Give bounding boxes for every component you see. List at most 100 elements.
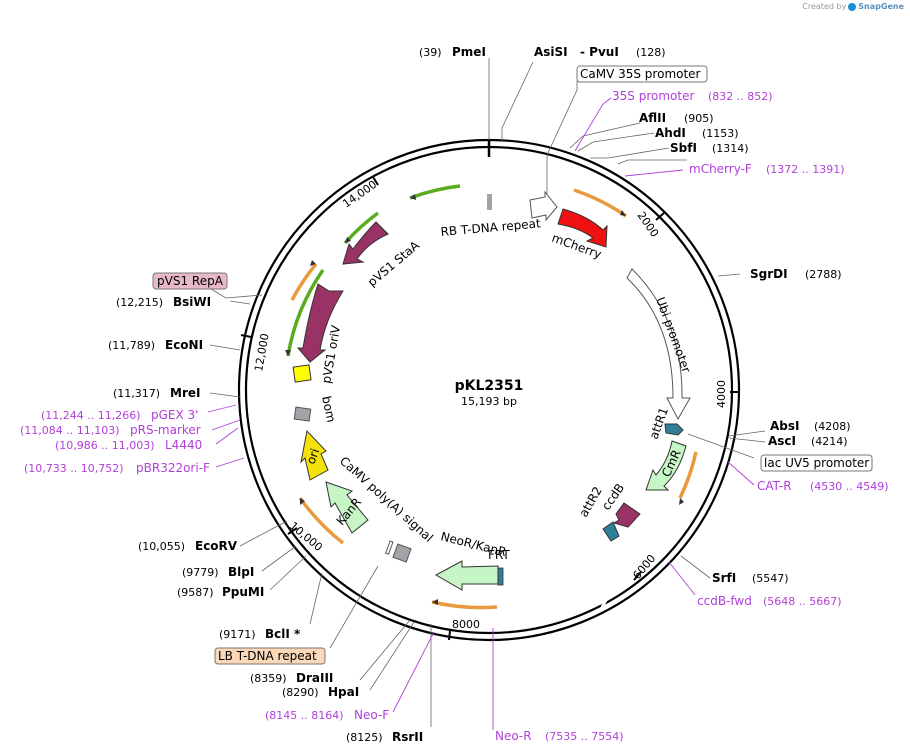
enzyme-pmei-pos: (39) xyxy=(419,46,442,59)
kanr-arrow xyxy=(325,481,369,534)
enzyme-ahdi: AhdI xyxy=(655,126,686,140)
enzyme-econi: EcoNI xyxy=(165,338,203,352)
enzyme-pvui: - PvuI xyxy=(580,45,619,59)
enzyme-bsiwi-pos: (12,215) xyxy=(116,296,163,309)
ccdb-arrow xyxy=(612,502,641,528)
enzyme-blpi-pos: (9779) xyxy=(182,566,219,579)
snapgene-credit: Created by SnapGene xyxy=(802,2,904,11)
primer-ccdbfwd-range: (5648 .. 5667) xyxy=(763,595,842,608)
primer-prs: pRS-marker xyxy=(130,423,201,437)
boxed-labels: CaMV 35S promoter lac UV5 promoter LB T-… xyxy=(152,65,873,665)
enzyme-hpai-pos: (8290) xyxy=(282,686,319,699)
box-lacuv5: lac UV5 promoter xyxy=(764,456,869,470)
plasmid-length: 15,193 bp xyxy=(461,395,517,408)
primer-pgex-range: (11,244 .. 11,266) xyxy=(41,409,141,422)
enzyme-draiii-pos: (8359) xyxy=(250,672,287,685)
primer-neor-range: (7535 .. 7554) xyxy=(545,730,624,743)
enzyme-aflii: AflII xyxy=(639,111,666,125)
primer-35s: 35S promoter xyxy=(612,89,694,103)
enzyme-aflii-pos: (905) xyxy=(684,112,714,125)
oriv-box xyxy=(292,364,312,383)
camv-polya-box xyxy=(392,543,412,563)
ori-arrow xyxy=(300,429,329,481)
enzyme-ecorv-pos: (10,055) xyxy=(138,540,185,553)
leader-lines xyxy=(209,58,766,727)
tick-12000: 12,000 xyxy=(252,332,271,372)
primer-labels: 35S promoter (832 .. 852) mCherry-F (137… xyxy=(20,89,889,743)
enzyme-pmei: PmeI xyxy=(452,45,486,59)
enzyme-bsiwi: BsiWI xyxy=(173,295,211,309)
box-camv35s: CaMV 35S promoter xyxy=(580,67,701,81)
enzyme-asci-pos: (4214) xyxy=(811,435,848,448)
enzyme-srfi: SrfI xyxy=(712,571,736,585)
attr1-arrow xyxy=(664,423,684,436)
snapgene-logo-icon xyxy=(848,2,857,11)
enzyme-econi-pos: (11,789) xyxy=(108,339,155,352)
enzyme-sbfi: SbfI xyxy=(670,141,697,155)
tick-4000: 4000 xyxy=(715,380,728,408)
pvs1-staa-arrow xyxy=(342,221,389,265)
camv-polya-bar xyxy=(385,540,394,555)
primer-prs-range: (11,084 .. 11,103) xyxy=(20,424,120,437)
primer-catr-range: (4530 .. 4549) xyxy=(810,480,889,493)
bom-box xyxy=(293,406,312,422)
tick-8000: 8000 xyxy=(452,618,480,631)
primer-catr: CAT-R xyxy=(757,479,792,493)
rb-tdna-arrow xyxy=(529,190,558,222)
frt-bar xyxy=(497,567,504,586)
enzyme-blpi: BlpI xyxy=(228,565,254,579)
rb-small-bar xyxy=(487,194,492,210)
ring-gap-marks xyxy=(600,599,608,608)
primer-leader-lines xyxy=(207,97,755,730)
primer-pbr: pBR322ori-F xyxy=(136,461,210,475)
primer-mcherryf-range: (1372 .. 1391) xyxy=(766,163,845,176)
ubi-promoter-arrow xyxy=(626,268,691,421)
enzyme-asci: AscI xyxy=(768,434,796,448)
primer-neor: Neo-R xyxy=(495,729,532,743)
enzyme-asisi: AsiSI xyxy=(534,45,568,59)
enzyme-absi: AbsI xyxy=(770,419,799,433)
enzyme-sbfi-pos: (1314) xyxy=(712,142,749,155)
label-rb-tdna: RB T-DNA repeat xyxy=(440,216,541,239)
primer-pbr-range: (10,733 .. 10,752) xyxy=(24,462,124,475)
cmr-arrow xyxy=(645,440,687,491)
enzyme-bcli-pos: (9171) xyxy=(219,628,256,641)
enzyme-ecorv: EcoRV xyxy=(195,539,238,553)
features xyxy=(292,190,691,591)
ring-ticks xyxy=(240,176,740,641)
primer-pgex: pGEX 3' xyxy=(151,408,198,422)
attr2-arrow xyxy=(602,521,620,542)
enzyme-pvui-pos: (128) xyxy=(636,46,666,59)
enzyme-rsrii: RsrII xyxy=(392,730,423,744)
box-pvs1repa: pVS1 RepA xyxy=(157,274,224,288)
primer-neof: Neo-F xyxy=(354,708,389,722)
enzyme-bcli: BclI * xyxy=(265,627,301,641)
enzyme-mrei-pos: (11,317) xyxy=(113,387,160,400)
enzyme-ahdi-pos: (1153) xyxy=(702,127,739,140)
primer-l4440: L4440 xyxy=(165,438,202,452)
enzyme-sgrdi-pos: (2788) xyxy=(805,268,842,281)
mcherry-arrow xyxy=(557,208,608,248)
label-bom: bom xyxy=(319,395,338,424)
enzyme-srfi-pos: (5547) xyxy=(752,572,789,585)
primer-mcherryf: mCherry-F xyxy=(689,162,752,176)
enzyme-labels: (39) PmeI AsiSI - PvuI (128) AflII (905)… xyxy=(108,45,851,744)
enzyme-absi-pos: (4208) xyxy=(814,420,851,433)
label-ori: ori xyxy=(304,447,322,466)
box-lbtdna: LB T-DNA repeat xyxy=(218,649,317,663)
primer-ccdbfwd: ccdB-fwd xyxy=(697,594,752,608)
enzyme-mrei: MreI xyxy=(170,386,200,400)
neokanr-arrow xyxy=(434,560,499,591)
label-frt: FRT xyxy=(488,548,510,562)
enzyme-rsrii-pos: (8125) xyxy=(346,731,383,744)
label-pvs1-staa: pVS1 StaA xyxy=(365,238,423,290)
label-attr1: attR1 xyxy=(647,405,671,441)
primer-35s-range: (832 .. 852) xyxy=(708,90,773,103)
enzyme-sgrdi: SgrDI xyxy=(750,267,788,281)
plasmid-name: pKL2351 xyxy=(455,378,524,394)
primer-l4440-range: (10,986 .. 11,003) xyxy=(55,439,155,452)
enzyme-draiii: DraIII xyxy=(296,671,333,685)
credit-prefix: Created by xyxy=(802,2,847,11)
credit-brand: SnapGene xyxy=(858,2,904,11)
